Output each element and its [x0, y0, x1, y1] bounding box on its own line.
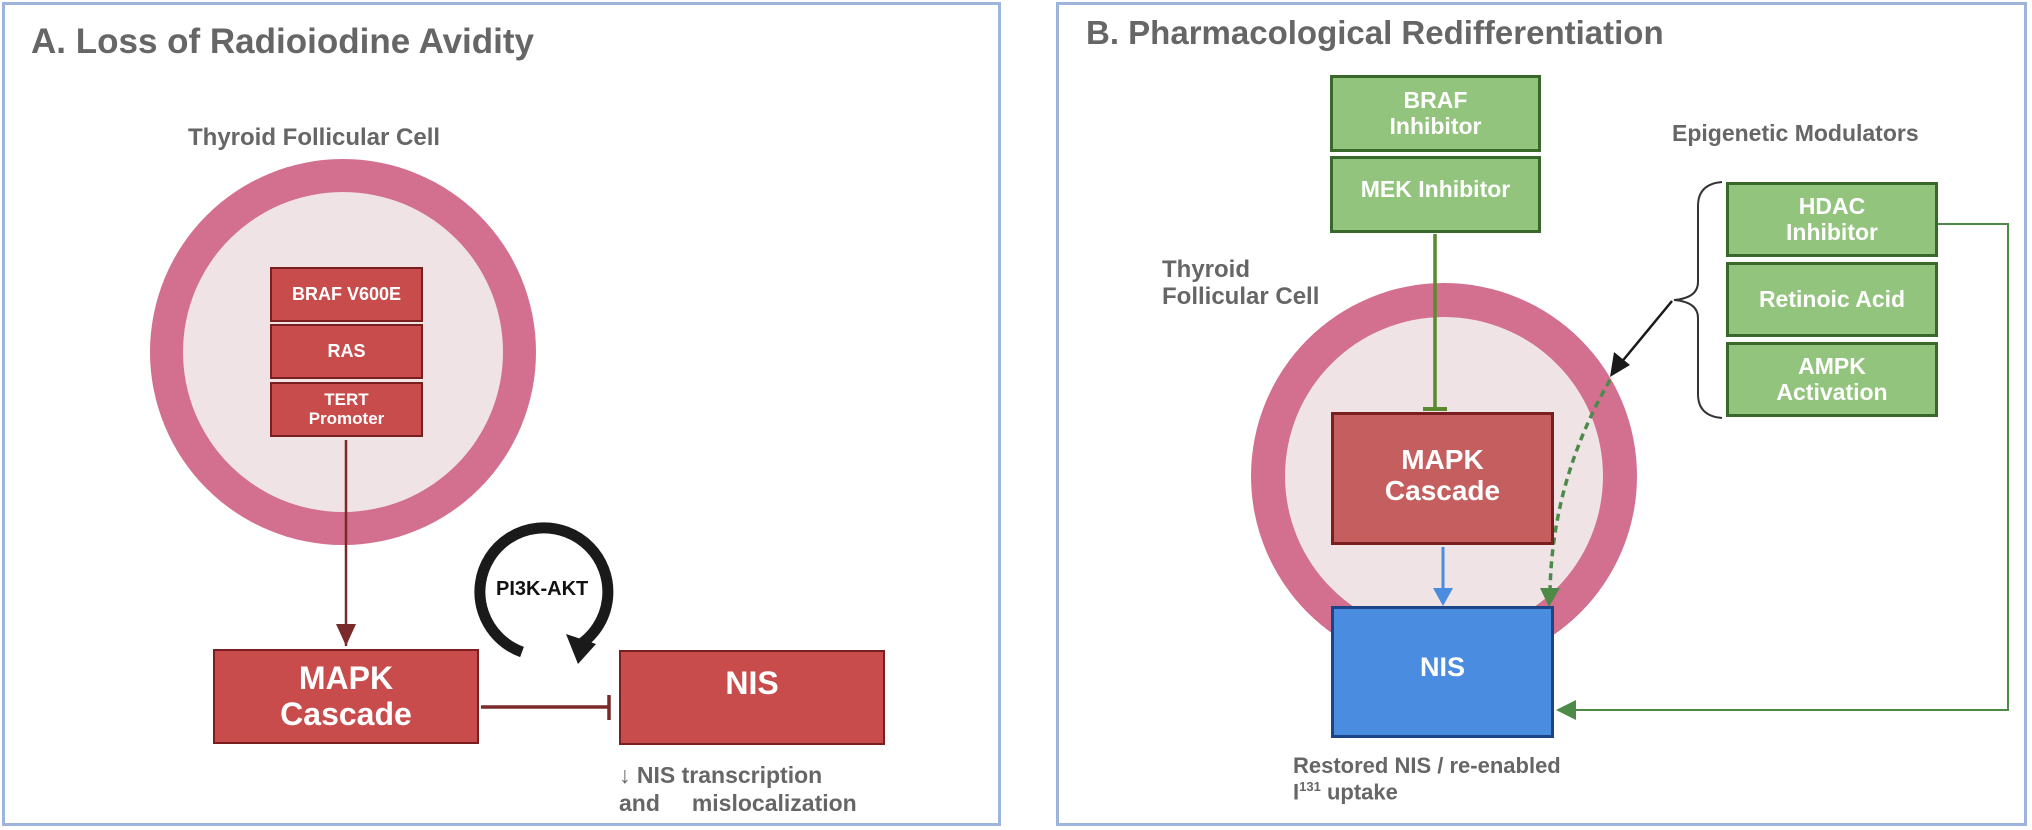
retinoic-acid-box: Retinoic Acid — [1726, 262, 1938, 337]
mutation-ras: RAS — [270, 324, 423, 379]
dashed-arrow-to-nis — [1548, 379, 1612, 593]
arrowhead-black — [1610, 352, 1630, 377]
mapk-b-line1: MAPK — [1401, 444, 1484, 475]
nis-label-b: NIS — [1419, 652, 1465, 682]
pi3k-akt-loop-arrowhead — [566, 634, 596, 664]
epigenetic-brace — [1673, 181, 1723, 419]
mutation-ras-label: RAS — [327, 340, 366, 361]
braf-inhibitor-line1: BRAF — [1403, 87, 1468, 114]
panel-b-title: B. Pharmacological Redifferentiation — [1086, 14, 1664, 51]
cell-label-a: Thyroid Follicular Cell — [188, 124, 441, 151]
mutation-braf-label: BRAF V600E — [291, 283, 402, 304]
nis-label-a: NIS — [725, 665, 779, 701]
nis-box-a: NIS — [619, 650, 885, 745]
nis-caption-a-line2: and mislocalization — [619, 789, 857, 816]
nis-box-b: NIS — [1331, 606, 1554, 738]
arrowhead-dashed-green — [1540, 588, 1560, 607]
mutation-braf-v600e: BRAF V600E — [270, 267, 423, 322]
iodine-isotope: 131 — [1299, 778, 1321, 794]
cell-label-b-line1: Thyroid — [1162, 256, 1250, 283]
ampk-line1: AMPK — [1798, 353, 1866, 380]
hdac-line1: HDAC — [1798, 193, 1866, 220]
cell-label-b-line2: Follicular Cell — [1162, 283, 1320, 311]
epigenetic-modulators-title: Epigenetic Modulators — [1672, 120, 1919, 146]
arrowhead-nis-blue — [1433, 588, 1453, 606]
nis-caption-b-line2: uptake — [1320, 779, 1398, 805]
mek-inhibitor-label: MEK Inhibitor — [1360, 176, 1511, 202]
mutation-tert-label: TERT Promoter — [308, 389, 385, 428]
nis-caption-a-line1: ↓ NIS transcription — [619, 762, 823, 788]
mapk-cascade-a: MAPK Cascade — [213, 649, 479, 744]
mapk-b-line2: Cascade — [1384, 474, 1501, 506]
arrow-brace-to-cell — [1619, 300, 1673, 365]
arrowhead-hdac-nis — [1556, 700, 1576, 720]
iodine-symbol: I — [1293, 779, 1300, 805]
mek-inhibitor-box: MEK Inhibitor — [1330, 156, 1541, 233]
panel-a-title: A. Loss of Radioiodine Avidity — [31, 22, 534, 61]
hdac-line2: Inhibitor — [1786, 218, 1878, 245]
hdac-to-nis-line — [1572, 223, 2009, 711]
arrowhead-mapk — [336, 624, 356, 646]
nis-caption-b-line1: Restored NIS / re-enabled — [1293, 753, 1561, 778]
pi3k-akt-label: PI3K-AKT — [496, 578, 589, 600]
braf-inhibitor-line2: Inhibitor — [1389, 112, 1482, 139]
ampk-line2: Activation — [1776, 378, 1888, 405]
retinoic-acid-label: Retinoic Acid — [1758, 285, 1906, 312]
mapk-label-a: MAPK Cascade — [280, 660, 412, 732]
pi3k-akt-loop — [474, 522, 614, 658]
mutation-tert-promoter: TERT Promoter — [270, 382, 423, 437]
